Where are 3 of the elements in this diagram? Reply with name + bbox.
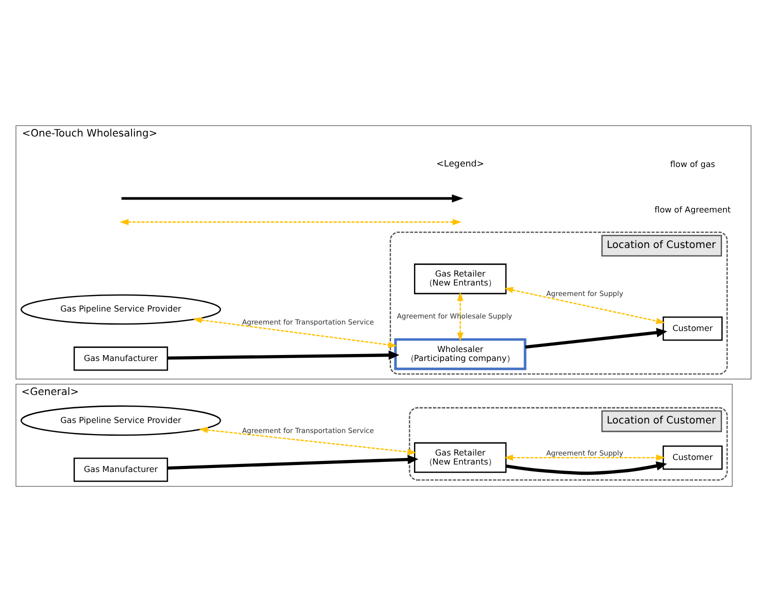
legend-label: flow of gas [670, 158, 716, 169]
legend-label: flow of Agreement [654, 204, 731, 215]
label: <Legend> [436, 159, 484, 170]
